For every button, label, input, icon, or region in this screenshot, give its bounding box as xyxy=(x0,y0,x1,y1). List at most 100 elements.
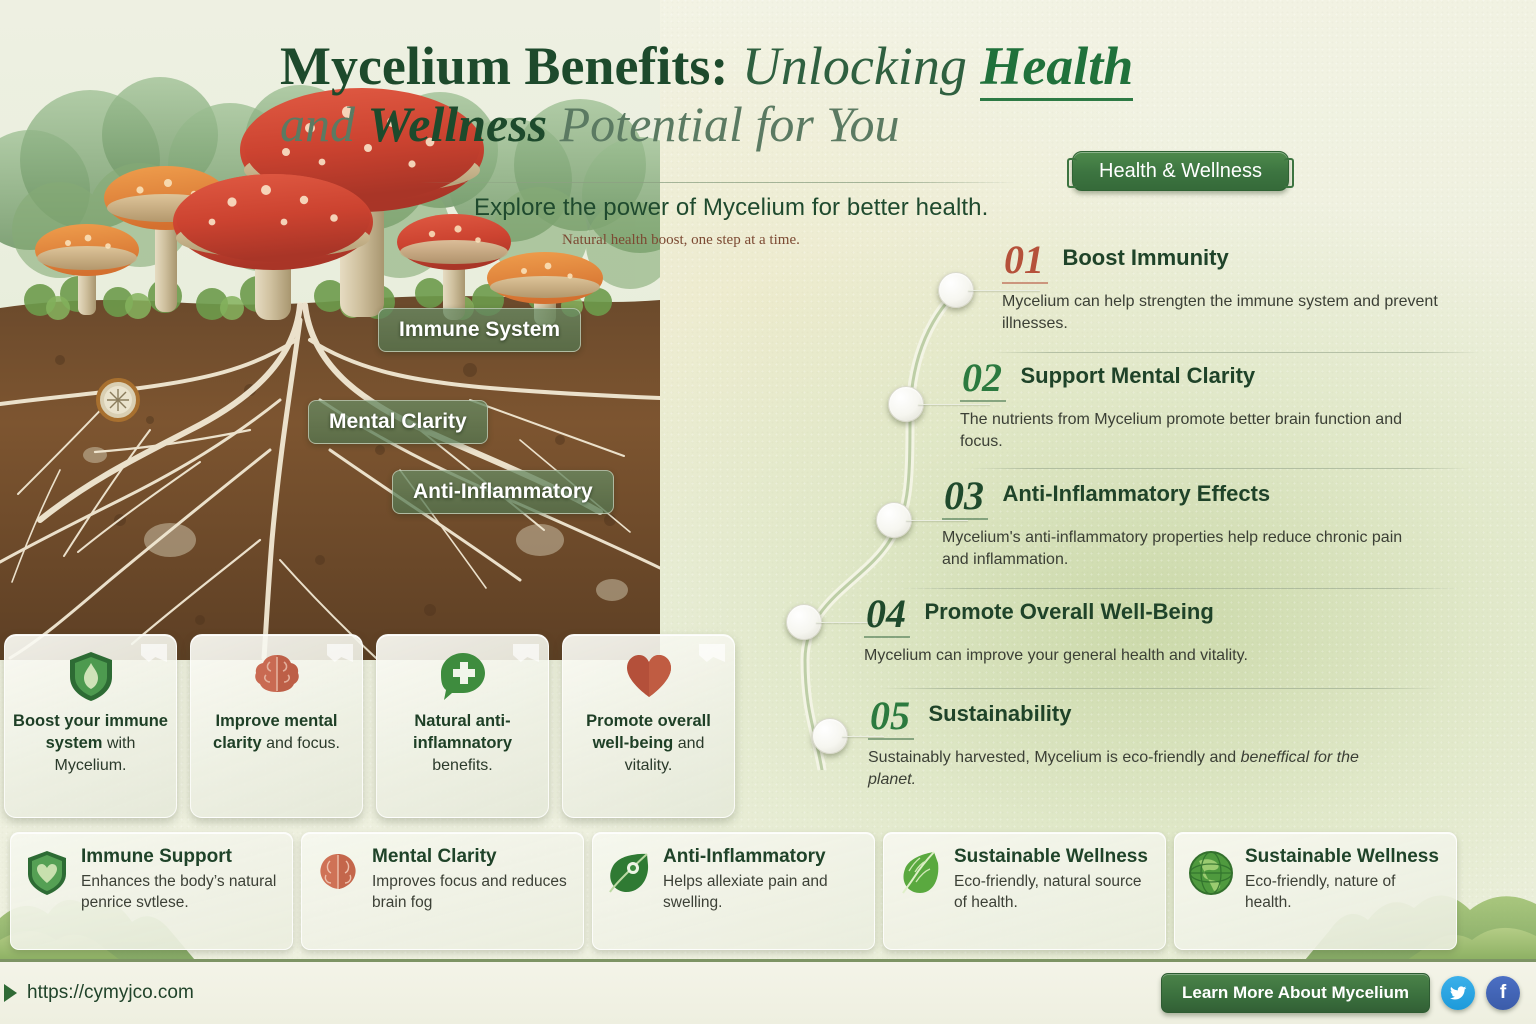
step-description: Mycelium's anti-inflammatory properties … xyxy=(942,529,1403,569)
step-description: Mycelium can help strengten the immune s… xyxy=(1002,293,1438,333)
feature-card-anti-inflammatory[interactable]: Natural anti-inflamnatory benefits. xyxy=(376,634,549,818)
health-wellness-badge[interactable]: Health & Wellness xyxy=(1066,151,1295,191)
timeline-path xyxy=(800,280,970,770)
step-divider-1 xyxy=(990,352,1480,353)
bottom-card-title: Sustainable Wellness xyxy=(954,846,1148,867)
feature-card-wellbeing[interactable]: Promote overall well-being and vitality. xyxy=(562,634,735,818)
step-description: The nutrients from Mycelium promote bett… xyxy=(960,411,1402,451)
timeline-step-02: 02 Support Mental Clarity The nutrients … xyxy=(960,358,1430,453)
step-title: Promote Overall Well-Being xyxy=(924,599,1214,624)
step-description-plain: Sustainably harvested, Mycelium is eco-f… xyxy=(868,749,1241,766)
feature-card-bold: Promote overall well-being xyxy=(586,712,711,752)
bottom-card-desc: Eco-friendly, nature of health. xyxy=(1245,872,1396,911)
feature-card-rest: benefits. xyxy=(432,756,493,774)
footer-bar: https://cymyjco.com Learn More About Myc… xyxy=(0,959,1536,1024)
title-divider xyxy=(420,182,1020,183)
step-description-italic: beneffical for the planet. xyxy=(868,749,1359,789)
bottom-card-desc: Helps allexiate pain and swelling. xyxy=(663,872,828,911)
brain-icon xyxy=(254,655,299,692)
feature-card-text: Boost your immune system with Mycelium. xyxy=(5,711,176,776)
feature-card-rest: and focus. xyxy=(266,734,340,752)
feature-card-rest: and vitality. xyxy=(624,734,705,774)
timeline-leader-05 xyxy=(842,736,884,737)
feature-card-text: Improve mental clarity and focus. xyxy=(191,711,362,755)
bottom-card-row: Immune Support Enhances the body’s natur… xyxy=(10,832,1457,950)
bottom-card-desc: Eco-friendly, natural source of health. xyxy=(954,872,1142,911)
step-number: 03 xyxy=(942,476,988,520)
globe-icon xyxy=(1189,851,1233,895)
title-part-2: Unlocking xyxy=(741,36,967,96)
bottom-card-immune-support[interactable]: Immune Support Enhances the body’s natur… xyxy=(10,832,293,950)
shield-icon xyxy=(69,652,112,701)
title-part-4: and xyxy=(280,96,355,153)
brain-icon xyxy=(320,854,356,889)
step-description: Mycelium can improve your general health… xyxy=(864,647,1248,664)
arrow-right-icon xyxy=(4,984,17,1002)
feature-card-rest: with Mycelium. xyxy=(54,734,136,774)
label-text: Immune System xyxy=(399,318,561,341)
label-text: Mental Clarity xyxy=(329,410,467,433)
step-divider-3 xyxy=(900,588,1460,589)
tagline: Natural health boost, one step at a time… xyxy=(562,232,800,248)
medical-plus-icon xyxy=(440,653,485,700)
page-title: Mycelium Benefits: Unlocking Health and … xyxy=(280,36,1160,152)
illustration-label-mental-clarity: Mental Clarity xyxy=(308,400,488,444)
step-title: Sustainability xyxy=(928,701,1072,726)
twitter-icon[interactable] xyxy=(1441,976,1475,1010)
bottom-card-title: Sustainable Wellness xyxy=(1245,846,1439,867)
heart-icon xyxy=(626,655,671,697)
card-fold-decoration xyxy=(699,644,725,662)
step-number: 01 xyxy=(1002,240,1048,284)
shield-heart-icon xyxy=(28,851,66,895)
feature-card-bold: Improve mental clarity xyxy=(213,712,338,752)
step-title: Boost Immunity xyxy=(1062,245,1229,270)
learn-more-button[interactable]: Learn More About Mycelium xyxy=(1160,973,1430,1013)
timeline-step-03: 03 Anti-Inflammatory Effects Mycelium's … xyxy=(942,476,1412,571)
feature-card-mental[interactable]: Improve mental clarity and focus. xyxy=(190,634,363,818)
step-title: Support Mental Clarity xyxy=(1020,363,1256,388)
footer-url[interactable]: https://cymyjco.com xyxy=(27,982,194,1003)
subtitle: Explore the power of Mycelium for better… xyxy=(474,194,989,221)
facebook-f-glyph: f xyxy=(1499,982,1507,1003)
title-part-6: Potential for You xyxy=(559,96,900,153)
bottom-card-title: Mental Clarity xyxy=(372,846,497,867)
feature-card-text: Promote overall well-being and vitality. xyxy=(563,711,734,776)
leaf-icon xyxy=(902,851,939,894)
label-text: Anti-Inflammatory xyxy=(413,480,593,503)
feature-card-immune[interactable]: Boost your immune system with Mycelium. xyxy=(4,634,177,818)
timeline-leader-04 xyxy=(816,622,880,623)
bottom-card-title: Anti-Inflammatory xyxy=(663,846,826,867)
feature-card-text: Natural anti-inflamnatory benefits. xyxy=(377,711,548,776)
bottom-card-sustainable-wellness-1[interactable]: Sustainable Wellness Eco-friendly, natur… xyxy=(883,832,1166,950)
card-fold-decoration xyxy=(141,644,167,662)
card-fold-decoration xyxy=(513,644,539,662)
leaf-icon xyxy=(609,853,649,893)
timeline-step-05: 05 Sustainability Sustainably harvested,… xyxy=(868,696,1388,791)
title-highlight-wellness: Wellness xyxy=(367,96,548,153)
timeline-step-01: 01 Boost Immunity Mycelium can help stre… xyxy=(1002,240,1472,335)
step-number: 04 xyxy=(864,594,910,638)
bottom-card-anti-inflammatory[interactable]: Anti-Inflammatory Helps allexiate pain a… xyxy=(592,832,875,950)
timeline-leader-02 xyxy=(918,404,990,405)
timeline-leader-03 xyxy=(906,520,968,521)
learn-more-label: Learn More About Mycelium xyxy=(1181,983,1409,1002)
card-fold-decoration xyxy=(327,644,353,662)
step-number: 05 xyxy=(868,696,914,740)
title-part-1: Mycelium Benefits: xyxy=(280,36,729,96)
step-description: Sustainably harvested, Mycelium is eco-f… xyxy=(868,747,1388,791)
badge-label: Health & Wellness xyxy=(1099,159,1263,182)
bottom-card-desc: Improves focus and reduces brain fog xyxy=(372,872,567,911)
step-divider-4 xyxy=(880,688,1440,689)
step-divider-2 xyxy=(970,468,1470,469)
feature-card-row: Boost your immune system with Mycelium. … xyxy=(4,634,735,818)
step-number: 02 xyxy=(960,358,1006,402)
bottom-card-mental-clarity[interactable]: Mental Clarity Improves focus and reduce… xyxy=(301,832,584,950)
footer-actions: Learn More About Mycelium f xyxy=(1160,973,1520,1013)
step-title: Anti-Inflammatory Effects xyxy=(1002,481,1271,506)
timeline-step-04: 04 Promote Overall Well-Being Mycelium c… xyxy=(864,594,1384,667)
bottom-card-title: Immune Support xyxy=(81,846,232,867)
facebook-icon[interactable]: f xyxy=(1486,976,1520,1010)
timeline-leader-01 xyxy=(968,290,1040,291)
feature-card-bold: Natural anti-inflamnatory xyxy=(412,712,513,752)
bottom-card-sustainable-wellness-2[interactable]: Sustainable Wellness Eco-friendly, natur… xyxy=(1174,832,1457,950)
